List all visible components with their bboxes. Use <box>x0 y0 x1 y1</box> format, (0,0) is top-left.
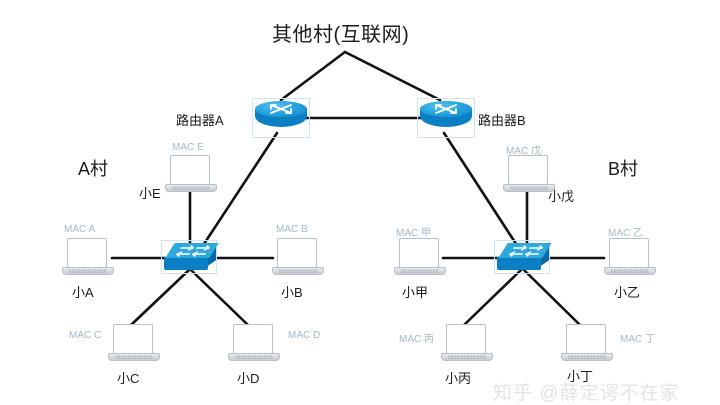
host-c-keyboard <box>115 355 153 359</box>
laptop-icon-host-ding[interactable] <box>561 324 613 366</box>
link-routerA-switchA <box>198 131 279 252</box>
mac-label-host-d: MAC D <box>288 330 321 341</box>
village-label-a: A村 <box>78 159 109 179</box>
host-ding-screen <box>566 324 606 354</box>
host-label-host-yi: 小乙 <box>614 285 641 300</box>
router-a-selection-box <box>252 98 310 138</box>
host-wu-keyboard <box>510 186 548 190</box>
laptop-icon-host-a[interactable] <box>62 238 114 280</box>
switch-b-front <box>497 257 541 270</box>
host-label-host-a: 小A <box>72 285 94 300</box>
router-b-arrows <box>435 104 457 114</box>
switch-icon-a[interactable] <box>161 240 219 274</box>
link-switchA-hostD <box>189 268 250 327</box>
router-a-arrows <box>270 104 292 114</box>
host-a-screen <box>67 238 107 268</box>
host-e-keyboard <box>172 186 210 190</box>
mac-label-host-yi: MAC 乙 <box>608 228 643 239</box>
switch-b-selection-box <box>494 240 550 274</box>
laptop-icon-host-d[interactable] <box>228 324 280 366</box>
host-ding-keyboard <box>568 355 606 359</box>
laptop-icon-host-yi[interactable] <box>604 238 656 280</box>
host-wu-screen <box>508 155 548 185</box>
switch-a-front <box>164 257 208 270</box>
switch-a-arrows <box>175 245 211 257</box>
switch-icon-b[interactable] <box>494 240 552 274</box>
mac-label-host-c: MAC C <box>69 330 102 341</box>
host-label-host-bing: 小丙 <box>445 371 472 386</box>
host-label-host-jia: 小甲 <box>402 285 429 300</box>
host-d-screen <box>233 324 273 354</box>
router-icon-a[interactable] <box>252 98 310 138</box>
mac-label-host-b: MAC B <box>276 224 308 235</box>
mac-label-host-bing: MAC 丙 <box>399 334 434 345</box>
laptop-icon-host-b[interactable] <box>272 238 324 280</box>
internet-title: 其他村(互联网) <box>272 24 410 46</box>
host-jia-keyboard <box>401 269 439 273</box>
host-e-screen <box>170 155 210 185</box>
host-label-host-wu: 小戊 <box>548 189 575 204</box>
mac-label-host-ding: MAC 丁 <box>620 334 655 345</box>
link-switchA-hostC <box>129 268 191 327</box>
host-label-host-d: 小D <box>237 371 260 386</box>
host-bing-screen <box>446 324 486 354</box>
router-b-label: 路由器B <box>478 113 526 128</box>
mac-label-host-wu: MAC 戊 <box>506 146 541 157</box>
laptop-icon-host-wu[interactable] <box>503 155 555 197</box>
host-b-keyboard <box>279 269 317 273</box>
host-yi-keyboard <box>611 269 649 273</box>
link-routerB-switchB <box>442 131 522 252</box>
switch-a-selection-box <box>161 240 217 274</box>
watermark-text: 知乎 @薛定谔不在家 <box>493 383 680 404</box>
host-label-host-c: 小C <box>117 371 140 386</box>
mac-label-host-e: MAC E <box>172 142 204 153</box>
router-icon-b[interactable] <box>417 98 475 138</box>
link-internet-routerA <box>279 50 347 102</box>
router-b-selection-box <box>417 98 475 138</box>
mac-label-host-a: MAC A <box>64 224 96 235</box>
host-label-host-b: 小B <box>281 285 303 300</box>
host-yi-screen <box>609 238 649 268</box>
host-jia-screen <box>399 238 439 268</box>
host-c-screen <box>113 324 153 354</box>
switch-b-arrows <box>508 245 544 257</box>
host-label-host-e: 小E <box>139 186 161 201</box>
laptop-icon-host-c[interactable] <box>108 324 160 366</box>
host-a-keyboard <box>69 269 107 273</box>
mac-label-host-jia: MAC 甲 <box>396 228 431 239</box>
laptop-icon-host-bing[interactable] <box>441 324 493 366</box>
router-a-label: 路由器A <box>176 113 224 128</box>
link-switchB-hostDing <box>522 268 582 327</box>
link-internet-routerB <box>343 50 442 102</box>
host-b-screen <box>277 238 317 268</box>
host-label-host-ding: 小丁 <box>567 369 594 384</box>
laptop-icon-host-jia[interactable] <box>394 238 446 280</box>
host-d-keyboard <box>235 355 273 359</box>
village-label-b: B村 <box>608 159 639 179</box>
link-switchB-hostBing <box>462 268 523 327</box>
host-bing-keyboard <box>448 355 486 359</box>
laptop-icon-host-e[interactable] <box>165 155 217 197</box>
